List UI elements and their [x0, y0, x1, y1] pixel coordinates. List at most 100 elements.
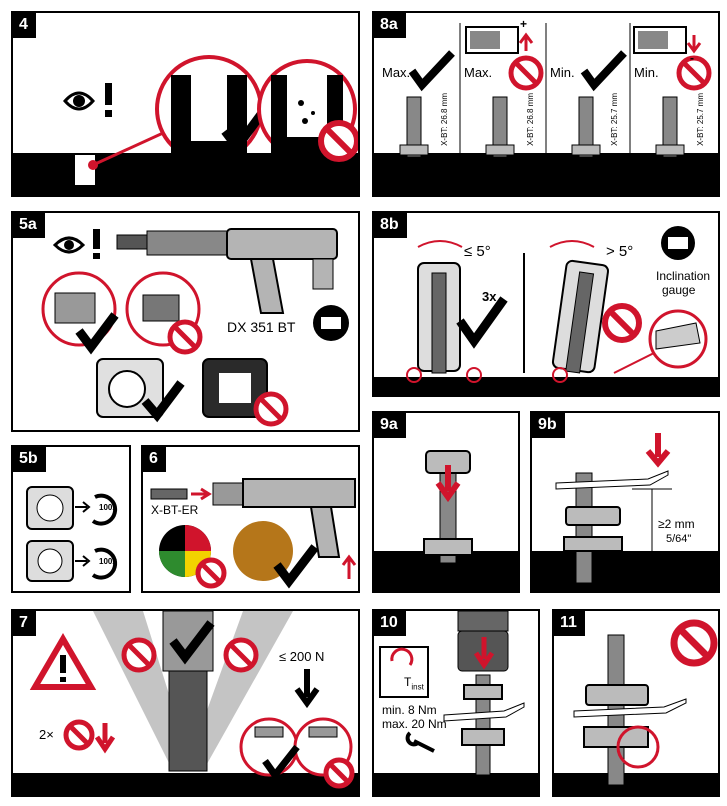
adapter-cycles	[26, 486, 118, 582]
arrow-down-icon	[686, 35, 702, 54]
gap-mm-label: ≥2 mm	[658, 517, 695, 531]
over-torque-illustration	[573, 619, 718, 786]
torque-max-label: max. 20 Nm	[382, 717, 447, 731]
stud-washer-4	[655, 144, 685, 156]
check-icon	[221, 106, 269, 155]
cycle-count-2: 100x	[99, 557, 117, 566]
plus-sign: +	[520, 17, 528, 31]
panel-5b: 5b 100x 100x	[11, 445, 131, 593]
defect-zoom	[616, 725, 660, 769]
check-icon	[456, 296, 508, 349]
arrow-up-icon	[518, 32, 534, 51]
repeat-label: 3x	[482, 289, 497, 304]
panel-7: 7 2× ≤ 200 N	[11, 609, 360, 797]
check-icon	[408, 50, 455, 92]
col-label-1: Max.	[382, 65, 411, 80]
torque-min-label: min. 8 Nm	[382, 703, 437, 717]
minus-sign: -	[690, 51, 694, 65]
panel-6: 6 X-BT-ER	[141, 445, 360, 593]
stud-1	[406, 96, 422, 158]
force-label: ≤ 200 N	[279, 649, 325, 664]
col-label-2: Max.	[464, 65, 493, 80]
nut-placement	[423, 450, 473, 564]
wrench-icon	[405, 731, 435, 753]
col-spec-4: X-BT: 25.7 mm	[696, 93, 705, 146]
angle-ok-label: ≤ 5°	[464, 243, 491, 260]
gap-inch-label: 5/64"	[666, 533, 692, 545]
arrow-down-icon	[645, 433, 671, 468]
check-icon	[75, 312, 119, 355]
panel-11: 11	[552, 609, 720, 797]
panel-10: 10 Tinst min. 8 Nm max. 20 Nm	[372, 609, 540, 797]
tool-check-illustration	[41, 228, 349, 427]
arrow-right-icon	[75, 555, 91, 567]
gauge-label-1: Inclination	[656, 269, 711, 283]
panel-number: 8b	[374, 213, 407, 238]
stud-washer-2	[485, 144, 515, 156]
inclination-illustration	[406, 226, 708, 383]
hole-in-ground	[75, 155, 95, 185]
eye-icon	[73, 95, 85, 107]
torque-icon	[390, 647, 414, 666]
col-label-4: Min.	[634, 65, 659, 80]
panel-number: 7	[13, 611, 36, 636]
base-material	[374, 377, 718, 395]
stud-washer-3	[571, 144, 601, 156]
base-material	[374, 153, 718, 195]
torque-sub: inst	[411, 682, 424, 692]
gap-measurement	[555, 433, 672, 584]
panel-number: 4	[13, 13, 36, 38]
col-spec-3: X-BT: 25.7 mm	[610, 93, 619, 146]
col-spec-2: X-BT: 26.8 mm	[526, 93, 535, 146]
exclamation-icon	[105, 83, 112, 105]
panel-5a: 5a DX 351 BT	[11, 211, 360, 432]
base-material	[532, 551, 718, 591]
check-icon	[580, 50, 627, 92]
arrow-down-icon	[94, 723, 116, 754]
panel-4: 4	[11, 11, 360, 197]
inspect-hole-illustration	[63, 55, 358, 185]
part-name-label: X-BT-ER	[151, 503, 199, 517]
angle-bad-label: > 5°	[606, 243, 634, 260]
panel-number: 8a	[374, 13, 406, 38]
arrow-down-icon	[435, 465, 461, 503]
check-icon	[141, 380, 185, 423]
base-material	[554, 773, 718, 795]
panel-number: 9b	[532, 413, 565, 438]
panel-8b: 8b ≤ 5° > 5° 3x Inclination gauge	[372, 211, 720, 397]
stud-4	[662, 96, 678, 158]
panel-8a: 8a + - Max. Max. Min. Min. X-BT: 26.8 mm…	[372, 11, 720, 197]
stud-2	[492, 96, 508, 158]
arrow-right-icon	[191, 487, 212, 501]
base-material	[374, 773, 538, 795]
col-label-3: Min.	[550, 65, 575, 80]
arrow-right-icon	[75, 501, 91, 513]
panel-9a: 9a	[372, 411, 520, 593]
panel-number: 5b	[13, 447, 46, 472]
cycle-icon	[91, 547, 118, 580]
torque-illustration	[379, 611, 525, 776]
gauge-label-2: gauge	[662, 283, 696, 297]
tool-model-label: DX 351 BT	[227, 319, 296, 335]
check-icon	[169, 620, 215, 665]
panel-number: 11	[554, 611, 585, 636]
panel-number: 10	[374, 611, 406, 636]
exclamation-icon	[93, 229, 100, 249]
fastening-tool	[116, 228, 338, 314]
check-icon	[262, 744, 300, 781]
arrow-down-icon	[294, 669, 320, 709]
panel-number: 9a	[374, 413, 406, 438]
eye-icon	[64, 240, 74, 250]
times-label: 2×	[39, 727, 54, 742]
stud-3	[578, 96, 594, 158]
cartridge-illustration	[150, 478, 357, 589]
torque-t-label: Tinst	[404, 675, 424, 691]
tool-angle-illustration	[29, 611, 355, 789]
panel-9b: 9b ≥2 mm 5/64"	[530, 411, 720, 593]
check-icon	[273, 544, 319, 589]
stud-washer-1	[399, 144, 429, 156]
stud-length-columns	[399, 23, 712, 158]
cycle-icon	[91, 493, 118, 526]
base-material	[13, 773, 358, 795]
cycle-count-1: 100x	[99, 503, 117, 512]
